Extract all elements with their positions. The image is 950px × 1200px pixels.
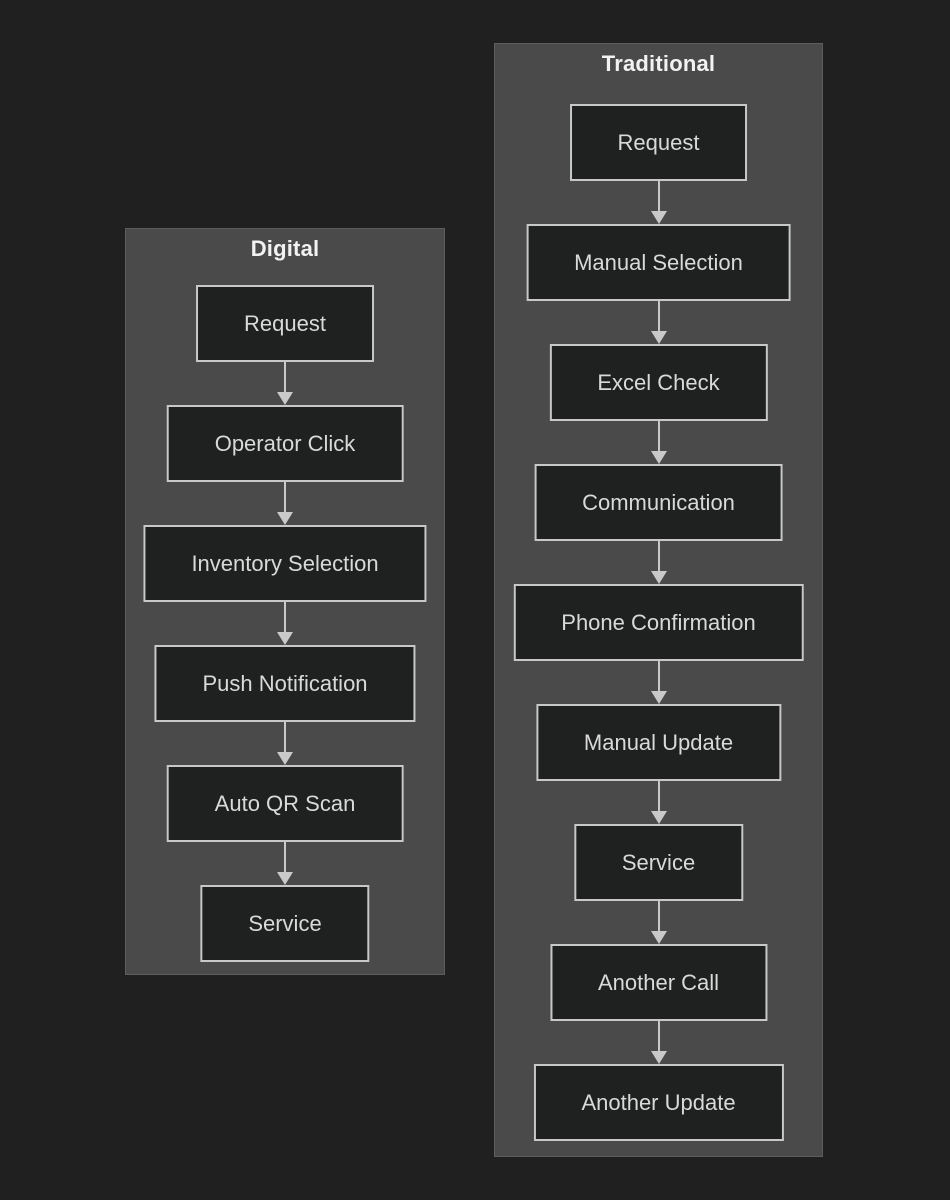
flow-arrow-down [650, 301, 668, 344]
flow-node-push-notification: Push Notification [154, 645, 416, 722]
arrow-line [284, 842, 286, 874]
flow-arrow-down [650, 541, 668, 584]
arrow-line [284, 482, 286, 514]
arrow-line [284, 362, 286, 394]
arrowhead-down-icon [277, 632, 293, 645]
flow-node-manual-selection: Manual Selection [526, 224, 791, 301]
flow-arrow-down [276, 722, 294, 765]
flow-arrow-down [276, 842, 294, 885]
arrow-line [657, 301, 660, 333]
flow-node-operator-click: Operator Click [166, 405, 404, 482]
arrowhead-down-icon [650, 451, 667, 464]
flow-arrow-down [276, 482, 294, 525]
arrow-line [657, 781, 660, 813]
flow-node-service: Service [200, 885, 370, 962]
arrowhead-down-icon [277, 392, 293, 405]
subgraph-title-traditional: Traditional [601, 51, 716, 76]
flow-node-service: Service [573, 824, 744, 901]
flow-arrow-down [650, 781, 668, 824]
arrowhead-down-icon [650, 1051, 667, 1064]
arrow-line [657, 181, 660, 213]
flow-node-request: Request [569, 104, 748, 181]
arrow-line [657, 1021, 660, 1053]
flow-node-communication: Communication [534, 464, 783, 541]
arrow-line [284, 602, 286, 634]
arrow-line [657, 661, 660, 693]
arrowhead-down-icon [650, 691, 667, 704]
arrowhead-down-icon [650, 211, 667, 224]
flow-node-another-update: Another Update [533, 1064, 784, 1141]
flow-arrow-down [650, 661, 668, 704]
arrow-line [657, 421, 660, 453]
flow-arrow-down [276, 362, 294, 405]
arrow-line [284, 722, 286, 754]
flow-arrow-down [650, 421, 668, 464]
flow-node-phone-confirmation: Phone Confirmation [513, 584, 804, 661]
arrow-line [657, 541, 660, 573]
flow-node-request: Request [196, 285, 374, 362]
flow-arrow-down [650, 1021, 668, 1064]
arrowhead-down-icon [277, 872, 293, 885]
arrowhead-down-icon [277, 752, 293, 765]
flow-node-inventory-selection: Inventory Selection [143, 525, 427, 602]
flow-node-another-call: Another Call [549, 944, 768, 1021]
flow-arrow-down [650, 901, 668, 944]
flow-arrow-down [650, 181, 668, 224]
arrowhead-down-icon [277, 512, 293, 525]
subgraph-title-digital: Digital [250, 236, 320, 261]
arrowhead-down-icon [650, 571, 667, 584]
arrowhead-down-icon [650, 331, 667, 344]
arrowhead-down-icon [650, 931, 667, 944]
arrowhead-down-icon [650, 811, 667, 824]
flow-node-auto-qr-scan: Auto QR Scan [166, 765, 404, 842]
arrow-line [657, 901, 660, 933]
flow-node-excel-check: Excel Check [549, 344, 768, 421]
flow-arrow-down [276, 602, 294, 645]
flow-node-manual-update: Manual Update [535, 704, 782, 781]
